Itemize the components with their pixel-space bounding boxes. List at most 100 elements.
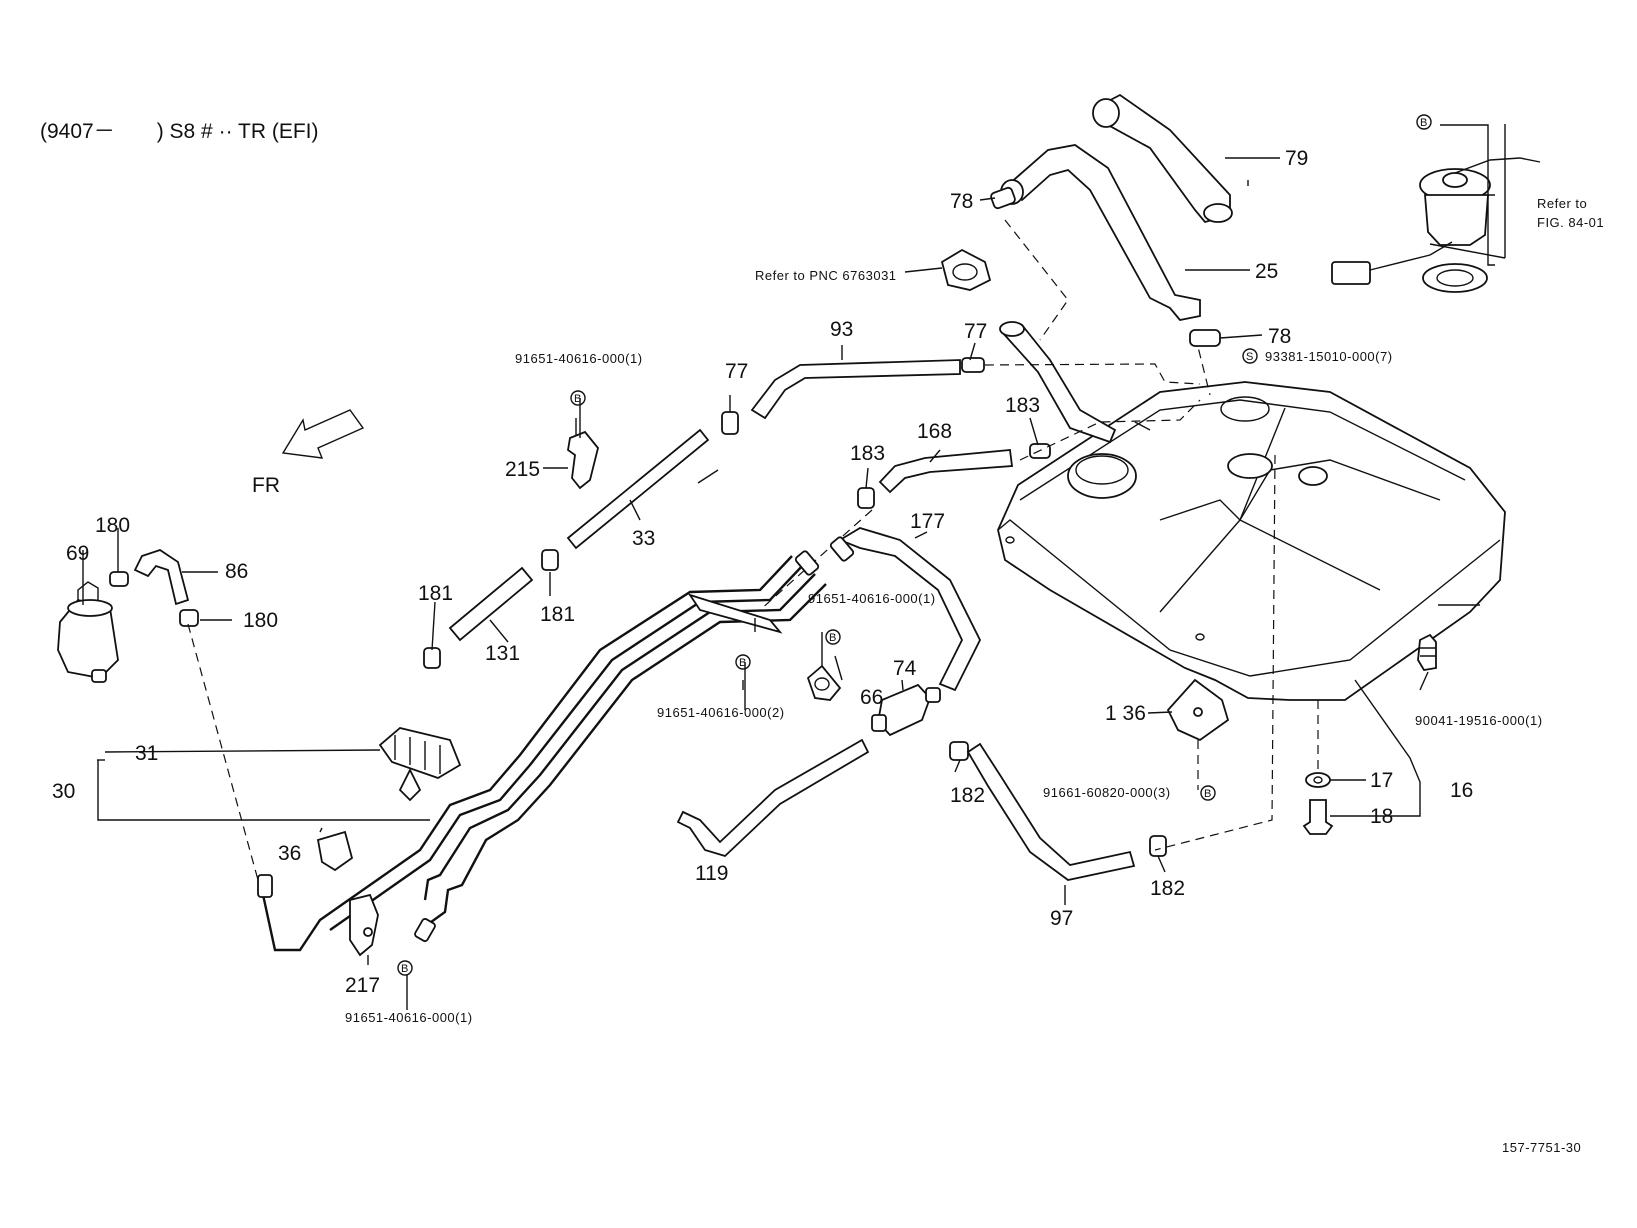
hose-79 bbox=[1092, 93, 1233, 224]
bolt-symbol: B bbox=[1204, 788, 1211, 800]
pn-93381: S 93381-15010-000(7) bbox=[1242, 348, 1393, 364]
pipe-33 bbox=[566, 428, 710, 550]
callout-30: 30 bbox=[52, 780, 75, 803]
clamp-183-left bbox=[857, 487, 875, 509]
hose-86 bbox=[133, 549, 190, 606]
clip-217 bbox=[349, 893, 379, 957]
callout-69: 69 bbox=[66, 542, 89, 565]
callout-183-right: 183 bbox=[1005, 394, 1040, 417]
hose-131 bbox=[448, 566, 534, 642]
callout-18: 18 bbox=[1370, 805, 1393, 828]
callout-181-left: 181 bbox=[418, 582, 453, 605]
pn-93381-text: 93381-15010-000(7) bbox=[1265, 349, 1393, 364]
pn-91651-215: 91651-40616-000(1) B bbox=[515, 351, 643, 406]
clamp-180-top bbox=[109, 571, 129, 587]
washer-17 bbox=[1305, 772, 1331, 788]
filler-neck bbox=[999, 219, 1211, 444]
callout-217: 217 bbox=[345, 974, 380, 997]
fig-reference-line1: Refer to bbox=[1537, 196, 1587, 211]
callout-180-top: 180 bbox=[95, 514, 130, 537]
figure-number: 157-7751-30 bbox=[1502, 1140, 1581, 1155]
bolt-symbol: B bbox=[829, 632, 836, 644]
clamp-182-right bbox=[1149, 835, 1167, 857]
bracket-136 bbox=[1166, 678, 1230, 742]
callout-215: 215 bbox=[505, 458, 540, 481]
fuel-tank bbox=[997, 381, 1506, 701]
hose-119 bbox=[676, 738, 870, 858]
pn-91651-217-text: 91651-40616-000(1) bbox=[345, 1010, 473, 1025]
callout-78-lower: 78 bbox=[1268, 325, 1291, 348]
front-direction-arrow: FR bbox=[252, 409, 365, 497]
valve-74 bbox=[871, 683, 941, 737]
fig-reference-line2: FIG. 84-01 bbox=[1537, 215, 1604, 230]
pn-91651-217: B 91651-40616-000(1) bbox=[345, 960, 473, 1025]
clamp-77-top bbox=[961, 357, 985, 373]
hose-97 bbox=[966, 742, 1136, 881]
callout-119: 119 bbox=[695, 862, 728, 885]
clamp-66 bbox=[806, 664, 842, 701]
clamp-181-right bbox=[541, 549, 559, 571]
clamp-181-left bbox=[423, 647, 441, 669]
pnc-reference: Refer to PNC 6763031 bbox=[755, 268, 897, 283]
fuel-line-bundle bbox=[257, 536, 855, 952]
header-text: (9407－ ) S8 # ·· TR (EFI) bbox=[40, 120, 319, 143]
callout-31: 31 bbox=[135, 742, 158, 765]
callout-66: 66 bbox=[860, 686, 883, 709]
callout-79: 79 bbox=[1285, 147, 1308, 170]
callout-86: 86 bbox=[225, 560, 248, 583]
callout-77-left: 77 bbox=[725, 360, 748, 383]
pn-91651-clip: B 91651-40616-000(2) bbox=[657, 654, 785, 720]
clamp-77-left bbox=[721, 411, 739, 435]
bolt-symbol: B bbox=[1420, 117, 1427, 129]
callout-78-top: 78 bbox=[950, 190, 973, 213]
screw-symbol: S bbox=[1246, 351, 1253, 363]
fr-label: FR bbox=[252, 474, 280, 497]
pn-91651-66-text: 91651-40616-000(1) bbox=[808, 591, 936, 606]
callout-36: 36 bbox=[278, 842, 301, 865]
callout-182-right: 182 bbox=[1150, 877, 1185, 900]
callout-180-bottom: 180 bbox=[243, 609, 278, 632]
pn-90041-text: 90041-19516-000(1) bbox=[1415, 713, 1543, 728]
pn-91661-text: 91661-60820-000(3) bbox=[1043, 785, 1171, 800]
callout-182-center: 182 bbox=[950, 784, 985, 807]
callout-33: 33 bbox=[632, 527, 655, 550]
callout-93: 93 bbox=[830, 318, 853, 341]
pn-91651-66: 91651-40616-000(1) B bbox=[808, 591, 936, 645]
callout-97: 97 bbox=[1050, 907, 1073, 930]
callout-16: 16 bbox=[1450, 779, 1473, 802]
callout-17: 17 bbox=[1370, 769, 1393, 792]
clamp-78a bbox=[990, 186, 1016, 210]
callout-177: 177 bbox=[910, 510, 945, 533]
fuel-cap bbox=[940, 248, 992, 291]
hose-177 bbox=[837, 527, 982, 692]
hose-168 bbox=[878, 449, 1014, 494]
callout-168: 168 bbox=[917, 420, 952, 443]
callout-77-right: 77 bbox=[964, 320, 987, 343]
hose-93 bbox=[750, 359, 961, 420]
callout-74: 74 bbox=[893, 657, 917, 680]
pn-91661: 91661-60820-000(3) B bbox=[1043, 785, 1216, 801]
fuel-pump-assembly: B bbox=[1331, 114, 1541, 293]
pn-91651-clip-text: 91651-40616-000(2) bbox=[657, 705, 785, 720]
leader-lines bbox=[82, 124, 1506, 1010]
bolt-90041 bbox=[1417, 633, 1437, 671]
clamp-31 bbox=[378, 727, 462, 802]
clamp-180-bottom bbox=[179, 609, 199, 627]
clip-36 bbox=[316, 830, 354, 872]
fuel-filter-69 bbox=[57, 581, 119, 683]
clamp-78b bbox=[1189, 329, 1221, 347]
callout-136: 1 36 bbox=[1105, 702, 1146, 725]
clamp-182-center bbox=[949, 741, 969, 761]
bolt-symbol: B bbox=[739, 657, 746, 669]
callout-181-right: 181 bbox=[540, 603, 575, 626]
bracket-215 bbox=[567, 430, 599, 490]
pn-91651-215-text: 91651-40616-000(1) bbox=[515, 351, 643, 366]
callout-131: 131 bbox=[485, 642, 520, 665]
bolt-symbol: B bbox=[401, 963, 408, 975]
bolt-18 bbox=[1302, 799, 1334, 835]
bolt-symbol: B bbox=[574, 393, 581, 405]
callout-183-left: 183 bbox=[850, 442, 885, 465]
callout-25: 25 bbox=[1255, 260, 1278, 283]
